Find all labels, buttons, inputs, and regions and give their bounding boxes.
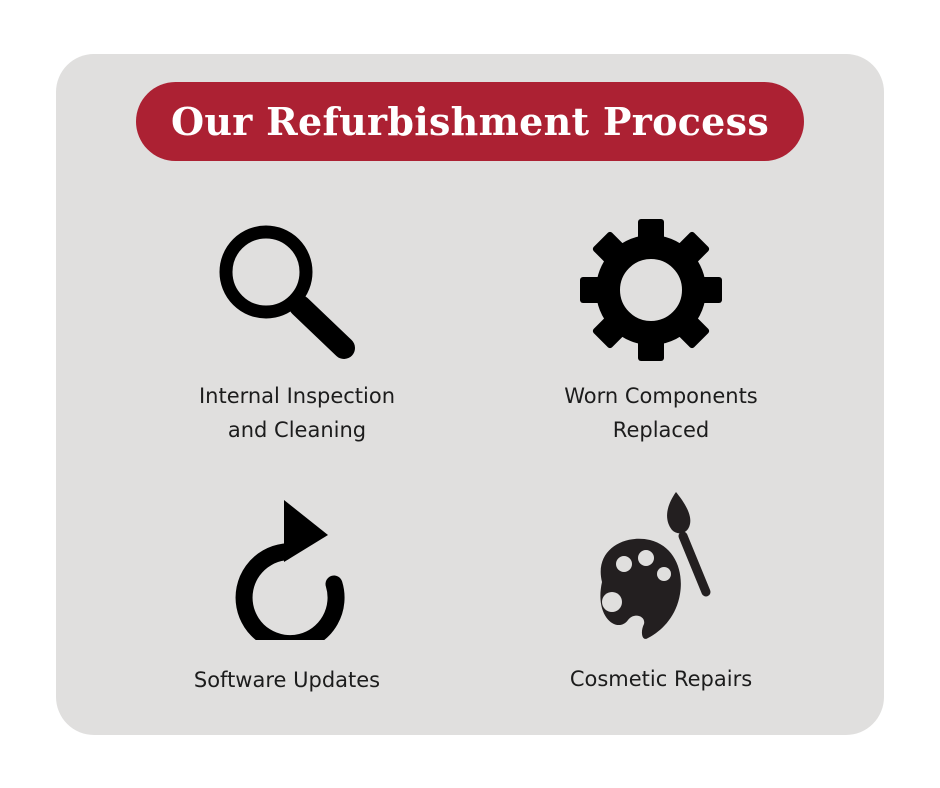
paint-palette-icon (600, 492, 711, 639)
refresh-arrow-icon (235, 500, 345, 640)
title-banner: Our Refurbishment Process (136, 82, 804, 161)
step-label-components: Worn Components Replaced (564, 384, 758, 442)
magnifying-glass-icon (219, 225, 355, 359)
process-card (56, 54, 884, 735)
step-label-software: Software Updates (193, 668, 381, 692)
step-label-inspection: Internal Inspection and Cleaning (198, 384, 396, 442)
step-label-cosmetic: Cosmetic Repairs (569, 667, 753, 691)
gear-icon (580, 219, 722, 361)
page-title: Our Refurbishment Process (170, 99, 770, 144)
